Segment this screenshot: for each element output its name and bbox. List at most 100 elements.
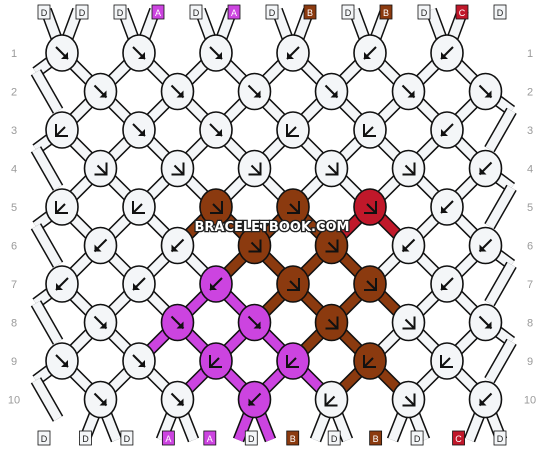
knot[interactable]	[199, 342, 233, 380]
knot-arrowhead-icon	[479, 167, 487, 175]
knot[interactable]	[314, 303, 349, 342]
knot-arrowhead-icon	[441, 52, 448, 59]
knot[interactable]	[468, 226, 503, 265]
knot[interactable]	[45, 188, 79, 226]
knot[interactable]	[237, 226, 272, 265]
knot-arrowhead-icon	[61, 360, 68, 367]
svg-text:A: A	[165, 434, 171, 444]
edge-strand	[484, 338, 517, 384]
knot-arrow-icon	[363, 126, 374, 137]
knot[interactable]	[430, 34, 464, 72]
knot[interactable]	[430, 188, 464, 226]
row-number-right: 8	[527, 318, 533, 330]
knot-arrowhead-icon	[248, 398, 256, 406]
knot[interactable]	[45, 342, 79, 380]
knot[interactable]	[391, 226, 426, 265]
knot[interactable]	[122, 342, 156, 380]
knot[interactable]	[83, 149, 118, 188]
knot[interactable]	[45, 111, 79, 149]
knot[interactable]	[353, 265, 387, 303]
knot[interactable]	[391, 303, 426, 342]
svg-text:D: D	[41, 8, 48, 18]
knot-arrowhead-icon	[215, 129, 222, 136]
knot-arrow-icon	[250, 164, 262, 176]
knot[interactable]	[45, 34, 79, 72]
knot[interactable]	[160, 149, 195, 188]
svg-text:D: D	[421, 8, 428, 18]
knot[interactable]	[391, 72, 426, 111]
knot[interactable]	[353, 111, 387, 149]
row-number-left: 1	[11, 48, 17, 60]
knot[interactable]	[391, 380, 426, 419]
knot-arrowhead-icon	[287, 52, 294, 59]
knot-arrowhead-icon	[56, 283, 63, 290]
edge-strand	[30, 69, 64, 114]
knot[interactable]	[199, 34, 233, 72]
string-letter-bottom: D	[410, 430, 424, 446]
knot-arrow-icon	[286, 126, 297, 137]
knot[interactable]	[160, 303, 195, 342]
knot[interactable]	[160, 226, 195, 265]
knot[interactable]	[276, 188, 310, 226]
knot[interactable]	[237, 380, 272, 419]
knot[interactable]	[199, 188, 233, 226]
knot[interactable]	[237, 72, 272, 111]
knot[interactable]	[45, 265, 79, 303]
knot[interactable]	[314, 226, 349, 265]
knot[interactable]	[122, 34, 156, 72]
row-number-right: 1	[527, 48, 533, 60]
knot-arrowhead-icon	[176, 398, 184, 406]
knot[interactable]	[122, 265, 156, 303]
knot-arrowhead-icon	[99, 321, 107, 329]
knot[interactable]	[468, 149, 503, 188]
row-number-right: 7	[527, 279, 533, 291]
knot[interactable]	[276, 34, 310, 72]
knot-arrow-icon	[132, 203, 143, 214]
knot[interactable]	[468, 72, 503, 111]
knot[interactable]	[83, 303, 118, 342]
knot[interactable]	[430, 111, 464, 149]
row-number-left: 6	[11, 241, 17, 253]
knot[interactable]	[430, 342, 464, 380]
svg-text:B: B	[290, 434, 296, 444]
knot[interactable]	[83, 72, 118, 111]
knot[interactable]	[237, 303, 272, 342]
knot[interactable]	[160, 380, 195, 419]
knot[interactable]	[353, 34, 387, 72]
knot[interactable]	[237, 149, 272, 188]
knot[interactable]	[430, 265, 464, 303]
knot-arrow-icon	[366, 203, 377, 214]
knot[interactable]	[122, 111, 156, 149]
knot-arrow-icon	[286, 357, 297, 368]
knot-arrowhead-icon	[176, 90, 184, 98]
edge-strand	[484, 107, 517, 153]
knot[interactable]	[314, 72, 349, 111]
knot[interactable]	[276, 111, 310, 149]
knot[interactable]	[160, 72, 195, 111]
knot[interactable]	[83, 226, 118, 265]
knot[interactable]	[353, 342, 387, 380]
row-number-left: 4	[11, 164, 17, 176]
knot[interactable]	[199, 265, 233, 303]
row-number-right: 3	[527, 125, 533, 137]
svg-text:A: A	[231, 8, 237, 18]
knot[interactable]	[314, 149, 349, 188]
knot-arrowhead-icon	[441, 283, 448, 290]
knot-arrow-icon	[363, 357, 374, 368]
knot[interactable]	[391, 149, 426, 188]
knot[interactable]	[276, 342, 310, 380]
knot[interactable]	[199, 111, 233, 149]
svg-text:D: D	[193, 8, 200, 18]
knot[interactable]	[353, 188, 387, 226]
string-letter-bottom: B	[369, 430, 383, 446]
knot[interactable]	[468, 380, 503, 419]
knot[interactable]	[276, 265, 310, 303]
knot[interactable]	[314, 380, 349, 419]
svg-text:C: C	[455, 434, 462, 444]
row-number-left: 7	[11, 279, 17, 291]
knot[interactable]	[468, 303, 503, 342]
knot[interactable]	[83, 380, 118, 419]
knot[interactable]	[122, 188, 156, 226]
knot-arrowhead-icon	[210, 283, 217, 290]
string-letter-bottom: D	[327, 430, 341, 446]
